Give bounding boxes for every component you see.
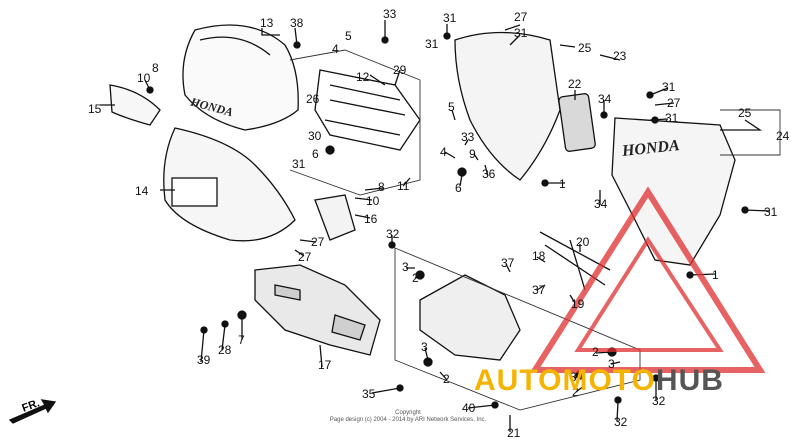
part-number-label: 27	[298, 250, 312, 264]
part-number-label: 33	[383, 7, 397, 21]
watermark-part3: HUB	[655, 364, 724, 397]
part-number-label: 33	[461, 130, 475, 144]
part-number-label: 8	[152, 61, 159, 75]
inner-panel-23	[454, 31, 561, 181]
part-number-label: 35	[362, 387, 376, 401]
part-number-label: 15	[88, 102, 102, 116]
part-number-label: 32	[386, 227, 400, 241]
part-number-label: 12	[356, 70, 370, 84]
copyright-line: Copyright	[395, 410, 421, 416]
part-number-label: 34	[594, 197, 608, 211]
part-number-label: 1	[712, 268, 719, 282]
copyright-notice: Copyright Page design (c) 2004 - 2014 by…	[318, 410, 498, 424]
part-number-label: 1	[559, 177, 566, 191]
part-number-label: 3	[608, 357, 615, 371]
watermark-triangle	[529, 186, 766, 373]
part-number-label: 25	[578, 41, 592, 55]
part-number-label: 18	[532, 249, 546, 263]
stay-bracket	[539, 231, 611, 291]
part-number-label: 3	[570, 370, 577, 384]
part-number-label: 17	[318, 358, 332, 372]
side-cover-15	[109, 84, 161, 126]
part-number-label: 25	[738, 106, 752, 120]
part-number-label: 2	[572, 385, 579, 399]
part-number-label: 27	[514, 10, 528, 24]
part-number-label: 2	[412, 271, 419, 285]
part-number-label: 31	[665, 111, 679, 125]
inner-panel-16	[314, 194, 356, 241]
part-number-label: 7	[238, 333, 245, 347]
windshield-part	[182, 24, 299, 131]
part-number-label: 6	[455, 181, 462, 195]
part-number-label: 31	[514, 26, 528, 40]
part-number-label: 2	[443, 372, 450, 386]
part-number-label: 32	[652, 394, 666, 408]
part-number-label: 2	[592, 345, 599, 359]
part-number-label: 28	[218, 343, 232, 357]
part-number-label: 22	[568, 77, 582, 91]
front-cowl-part	[163, 127, 296, 242]
part-number-label: 36	[482, 167, 496, 181]
part-number-label: 32	[614, 415, 628, 429]
part-number-label: 37	[501, 256, 515, 270]
part-number-label: 34	[598, 92, 612, 106]
part-number-label: 14	[135, 184, 149, 198]
part-number-label: 3	[402, 260, 409, 274]
part-number-label: 13	[260, 16, 274, 30]
under-cover-21	[419, 274, 521, 361]
lower-cover-17	[254, 264, 381, 356]
part-number-label: 4	[440, 145, 447, 159]
part-number-label: 31	[764, 205, 778, 219]
part-number-label: 26	[306, 92, 320, 106]
part-number-label: 11	[397, 179, 410, 193]
part-number-label: 31	[292, 157, 306, 171]
part-number-label: 27	[667, 96, 681, 110]
side-fairing-24	[611, 117, 736, 266]
part-number-label: 23	[613, 49, 627, 63]
watermark-part2: MOTO	[562, 364, 656, 397]
part-number-label: 8	[378, 180, 385, 194]
part-number-label: 27	[311, 235, 325, 249]
copyright-line: Page design (c) 2004 - 2014 by ARI Netwo…	[329, 417, 487, 423]
part-number-label: 19	[571, 297, 585, 311]
part-number-label: 31	[662, 80, 676, 94]
part-number-label: 37	[532, 283, 546, 297]
part-number-label: 24	[776, 129, 790, 143]
part-number-label: 38	[290, 16, 304, 30]
part-number-label: 21	[507, 426, 521, 440]
part-number-label: 39	[197, 353, 211, 367]
part-number-label: 29	[393, 63, 407, 77]
grille-22	[558, 93, 596, 152]
part-number-label: 31	[443, 11, 457, 25]
watermark-logo: AUTOMOTOHUB	[474, 364, 724, 398]
part-number-label: 3	[421, 340, 428, 354]
part-number-label: 20	[576, 235, 590, 249]
part-number-label: 4	[332, 42, 339, 56]
part-number-label: 31	[425, 37, 439, 51]
part-number-label: 16	[364, 212, 378, 226]
part-number-label: 6	[312, 147, 319, 161]
part-number-label: 10	[137, 71, 151, 85]
part-number-label: 40	[462, 401, 476, 415]
part-number-label: 30	[308, 129, 322, 143]
part-number-label: 5	[345, 29, 352, 43]
part-number-label: 9	[469, 147, 476, 161]
front-direction-arrow	[8, 399, 57, 424]
part-number-label: 10	[366, 194, 380, 208]
part-number-label: 5	[448, 100, 455, 114]
watermark-part1: AUTO	[474, 364, 563, 397]
